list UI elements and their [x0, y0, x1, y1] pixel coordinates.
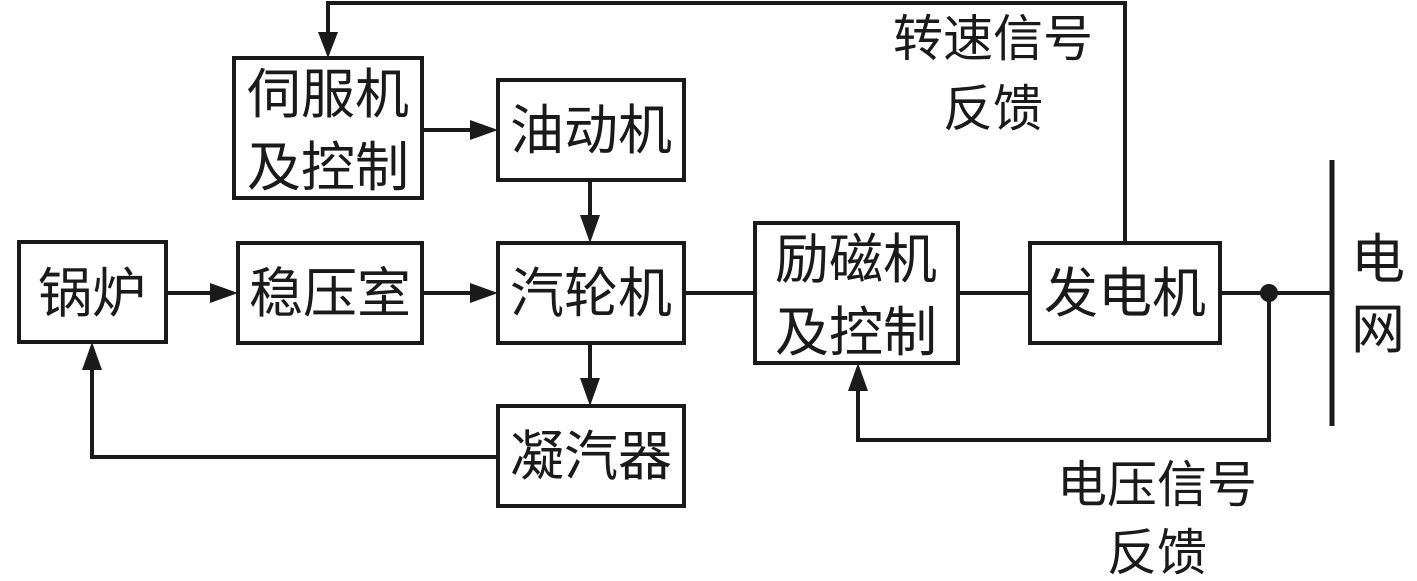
voltage-feedback-line1: 电压信号 — [1057, 456, 1257, 514]
arrow-into-exciter — [848, 363, 868, 391]
condenser-label: 凝汽器 — [510, 425, 672, 488]
voltage-feedback-line2: 反馈 — [1107, 524, 1207, 581]
arrow-into-turbine-top — [580, 215, 600, 243]
exciter-label-line1: 励磁机 — [775, 228, 937, 291]
generator-block: 发电机 — [1028, 241, 1222, 345]
condenser-block: 凝汽器 — [496, 404, 686, 508]
servo-label-line2: 及控制 — [247, 136, 409, 199]
arrow-into-servo — [318, 32, 338, 58]
boiler-label: 锅炉 — [38, 262, 146, 325]
arrow-into-condenser — [580, 378, 600, 406]
grid-label-char2: 网 — [1351, 298, 1405, 361]
servo-block: 伺服机 及控制 — [232, 56, 424, 200]
stabilizer-block: 稳压室 — [236, 241, 424, 345]
arrow-into-boiler — [82, 342, 102, 370]
arrow-into-oilmotor — [470, 120, 498, 140]
servo-label-line1: 伺服机 — [247, 63, 409, 126]
speed-feedback-line2: 反馈 — [943, 80, 1043, 138]
speed-feedback-label: 转速信号 反馈 — [893, 10, 1093, 138]
grid-label: 电 网 — [1351, 228, 1405, 361]
grid-label-char1: 电 — [1351, 228, 1405, 291]
condenser-to-boiler-line — [90, 362, 498, 459]
arrow-into-turbine-left — [470, 283, 498, 303]
voltage-feedback-line — [856, 293, 1271, 442]
boiler-block: 锅炉 — [17, 240, 168, 344]
generator-label: 发电机 — [1044, 262, 1206, 325]
voltage-feedback-label: 电压信号 反馈 — [1057, 456, 1257, 581]
turbine-block: 汽轮机 — [496, 241, 686, 345]
connections — [82, 1, 1335, 459]
exciter-label-line2: 及控制 — [775, 301, 937, 364]
oil-motor-block: 油动机 — [496, 78, 686, 182]
stabilizer-label: 稳压室 — [249, 262, 411, 325]
arrow-into-stabilizer — [210, 283, 238, 303]
speed-feedback-line — [326, 1, 1127, 243]
oil-motor-label: 油动机 — [510, 99, 672, 162]
turbine-label: 汽轮机 — [510, 262, 672, 325]
speed-feedback-line1: 转速信号 — [893, 10, 1093, 68]
exciter-block: 励磁机 及控制 — [753, 221, 960, 365]
